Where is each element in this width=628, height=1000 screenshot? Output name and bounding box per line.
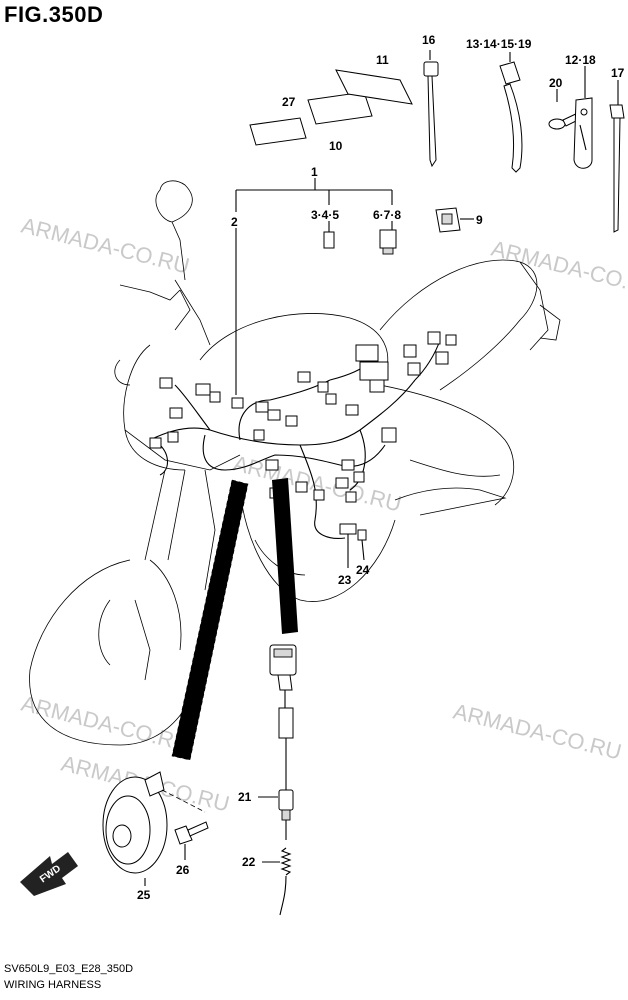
holder-9: [435, 207, 474, 233]
callout-27: 27: [282, 95, 296, 109]
callout-11: 11: [376, 53, 389, 67]
callout-6-7-8: 6·7·8: [373, 208, 401, 222]
callout-1-bracket: [235, 178, 393, 395]
callout-1: 1: [311, 165, 318, 179]
callout-21: 21: [238, 790, 252, 804]
pad-10: [307, 91, 373, 125]
pad-11: [335, 69, 413, 105]
pointer-arrow-horn: [171, 479, 249, 761]
spring-22: [262, 847, 292, 916]
horn-25: [102, 771, 206, 886]
fuse-3-4-5: [323, 221, 335, 249]
clamp-12-18: [573, 66, 593, 169]
callout-22: 22: [242, 855, 256, 869]
callout-10: 10: [329, 139, 343, 153]
callout-13-14-15-19: 13·14·15·19: [466, 37, 532, 51]
figure-name: WIRING HARNESS: [4, 979, 102, 991]
figure-title: FIG.350D: [4, 2, 104, 27]
callout-2: 2: [231, 215, 238, 229]
watermark-4: ARMADA-CO.RU: [19, 691, 192, 757]
pointer-arrow-switch: [272, 478, 298, 634]
pad-27: [249, 117, 307, 146]
screw-24: [357, 529, 367, 561]
clamp-band-13-14-15-19: [499, 52, 523, 173]
callout-23: 23: [338, 573, 352, 587]
callout-3-4-5: 3·4·5: [311, 208, 339, 222]
watermark-3: ARMADA-CO.RU: [231, 451, 404, 517]
callout-26: 26: [176, 863, 190, 877]
callout-20: 20: [549, 76, 563, 90]
watermark-2: ARMADA-CO.RU: [489, 236, 628, 302]
main-wiring-harness: [149, 331, 457, 539]
callout-17: 17: [611, 66, 625, 80]
bolt-26: [174, 821, 209, 860]
callout-24: 24: [356, 563, 370, 577]
watermark-5: ARMADA-CO.RU: [451, 699, 624, 765]
motorcycle-outline: [29, 180, 561, 746]
callout-16: 16: [422, 33, 436, 47]
watermark-1: ARMADA-CO.RU: [19, 213, 192, 279]
callout-25: 25: [137, 888, 151, 902]
fwd-direction-badge: FWD: [20, 852, 78, 896]
callout-9: 9: [476, 213, 483, 227]
band-17: [609, 80, 625, 233]
sensor-23: [339, 523, 357, 568]
side-stand-switch-cable: [258, 644, 297, 840]
relay-6-7-8: [379, 221, 397, 255]
callout-12-18: 12·18: [565, 53, 596, 67]
figure-model-code: SV650L9_E03_E28_350D: [4, 963, 134, 975]
cable-tie-16: [423, 50, 439, 168]
